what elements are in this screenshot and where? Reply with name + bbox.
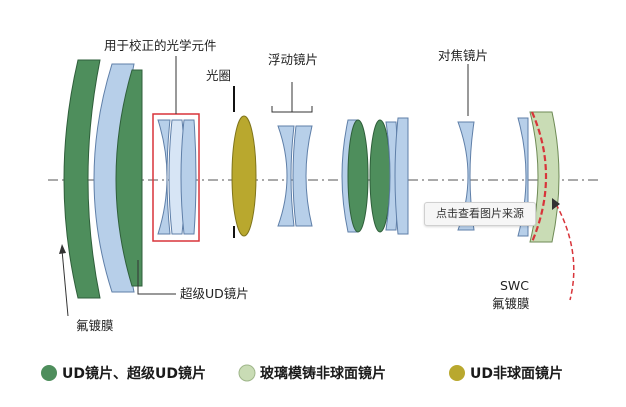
swc-coating xyxy=(530,111,548,243)
label-super-ud-lens: 超级UD镜片 xyxy=(180,286,249,301)
label-swc-coating: 氟镀膜 xyxy=(492,296,530,311)
mid-lens-2-ud xyxy=(347,119,369,233)
mid-lens-3-ud xyxy=(369,119,391,233)
correction-lens-c xyxy=(180,119,197,235)
super-ud-pointer xyxy=(137,260,176,295)
mid-lens-5 xyxy=(394,117,409,235)
fluorine-pointer xyxy=(61,249,69,317)
label-fluorine-coating: 氟镀膜 xyxy=(76,318,114,333)
lens-molded-aspherical xyxy=(529,111,560,243)
floating-lens-1 xyxy=(277,125,295,227)
lens-ud-aspherical xyxy=(231,115,257,237)
legend-dot-2 xyxy=(238,364,256,382)
label-floating-lens: 浮动镜片 xyxy=(268,52,318,67)
fluorine-arrow xyxy=(59,244,66,254)
label-swc: SWC xyxy=(500,278,529,293)
legend-dot-1 xyxy=(41,365,57,381)
legend-dot-3 xyxy=(449,365,465,381)
lens-3-super-ud xyxy=(115,69,143,287)
label-aperture: 光圈 xyxy=(206,68,231,83)
floating-lens-2 xyxy=(292,125,313,227)
swc-arrow xyxy=(552,198,560,210)
label-focus-lens: 对焦镜片 xyxy=(438,48,488,63)
legend-label-1: UD镜片、超级UD镜片 xyxy=(62,365,206,382)
legend-label-3: UD非球面镜片 xyxy=(470,365,563,382)
lens-1-ud xyxy=(63,59,101,299)
correction-lens-a xyxy=(157,119,171,235)
legend-label-2: 玻璃模铸非球面镜片 xyxy=(260,365,386,382)
label-correction-elements: 用于校正的光学元件 xyxy=(104,38,217,53)
swc-pointer xyxy=(555,203,575,301)
view-source-tooltip[interactable]: 点击查看图片来源 xyxy=(424,202,536,226)
